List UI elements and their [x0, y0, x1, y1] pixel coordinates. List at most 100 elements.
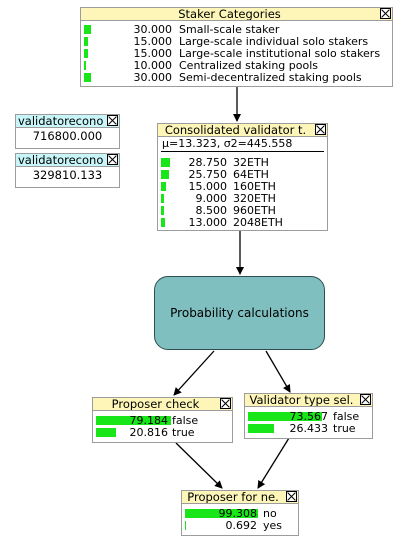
divider [161, 151, 324, 152]
belief-bar [84, 49, 88, 58]
belief-label: Large-scale individual solo stakers [179, 35, 369, 48]
node-statistics: μ=13.323, σ2=445.558 [162, 137, 293, 150]
belief-bar [248, 424, 274, 433]
belief-value: 15.000 [133, 35, 173, 48]
belief-row: 13.000 2048ETH [161, 217, 325, 228]
belief-label: false [333, 410, 360, 423]
belief-label: 32ETH [233, 156, 269, 169]
belief-value: 13.000 [188, 216, 228, 229]
belief-bar [161, 182, 166, 191]
node-staker-categories[interactable]: Staker Categories 30.000 Small-scale stak… [80, 7, 393, 87]
belief-row: 30.000 Small-scale staker [84, 24, 390, 35]
belief-row: 73.567 false [248, 411, 370, 422]
node-validator-econ-1[interactable]: validatorecono 716800.000 [15, 114, 120, 149]
belief-value: 15.000 [188, 180, 228, 193]
belief-label: 320ETH [233, 192, 276, 205]
belief-label: Centralized staking pools [179, 59, 319, 72]
belief-value: 30.000 [133, 71, 173, 84]
belief-value: 15.000 [133, 47, 173, 60]
close-icon[interactable] [315, 124, 326, 135]
belief-label: true [172, 426, 195, 439]
belief-bar [161, 206, 164, 215]
close-icon[interactable] [107, 154, 118, 165]
belief-value: 9.000 [195, 192, 228, 205]
belief-row: 10.000 Centralized staking pools [84, 60, 390, 71]
node-consolidated-validator[interactable]: Consolidated validator t. μ=13.323, σ2=4… [157, 123, 328, 231]
close-icon[interactable] [380, 8, 391, 19]
belief-bar [96, 416, 171, 425]
belief-value: 79.184 [129, 414, 169, 427]
belief-value: 8.500 [195, 204, 228, 217]
belief-row: 15.000 160ETH [161, 181, 325, 192]
node-header[interactable]: Proposer check [92, 397, 233, 411]
belief-value: 0.692 [225, 519, 258, 532]
belief-value: 99.308 [218, 507, 258, 520]
belief-label: false [172, 414, 199, 427]
node-value: 716800.000 [15, 128, 120, 149]
belief-label: 160ETH [233, 180, 276, 193]
belief-row: 99.308 no [185, 508, 296, 519]
belief-label: Large-scale institutional solo stakers [179, 47, 381, 60]
node-label: Probability calculations [170, 305, 309, 320]
close-icon[interactable] [220, 398, 231, 409]
node-title: Consolidated validator t. [164, 123, 307, 137]
node-header[interactable]: Validator type sel. [244, 393, 373, 407]
belief-row: 9.000 320ETH [161, 193, 325, 204]
belief-bar [84, 25, 91, 34]
node-header[interactable]: Proposer for ne. [181, 490, 299, 504]
belief-row: 15.000 Large-scale institutional solo sta… [84, 48, 390, 59]
node-header[interactable]: Consolidated validator t. [157, 123, 328, 137]
node-probability-calculations[interactable]: Probability calculations [154, 276, 325, 350]
belief-row: 30.000 Semi-decentralized staking pools [84, 72, 390, 83]
belief-value: 73.567 [289, 410, 329, 423]
belief-value: 30.000 [133, 23, 173, 36]
belief-bar [185, 509, 258, 518]
node-proposer-for[interactable]: Proposer for ne. 99.308 no 0.692 yes [181, 490, 299, 536]
link-probability-to-validator-type [265, 350, 291, 393]
node-validator-econ-2[interactable]: validatorecono 329810.133 [15, 153, 120, 188]
node-title: validatorecono [18, 114, 104, 128]
belief-value: 10.000 [133, 59, 173, 72]
node-title: Proposer check [111, 397, 200, 411]
belief-bar [161, 194, 164, 203]
belief-label: no [263, 507, 277, 520]
node-value: 329810.133 [15, 167, 120, 188]
belief-bar [185, 521, 186, 530]
belief-bar [84, 37, 88, 46]
close-icon[interactable] [360, 394, 371, 405]
belief-label: 64ETH [233, 168, 269, 181]
node-title: validatorecono [18, 153, 104, 167]
link-validator-type-to-proposer-for [257, 437, 290, 489]
belief-label: Small-scale staker [179, 23, 280, 36]
belief-bar [84, 61, 86, 70]
node-header[interactable]: validatorecono [15, 114, 120, 128]
node-title: Proposer for ne. [187, 490, 279, 504]
close-icon[interactable] [107, 115, 118, 126]
belief-label: Semi-decentralized staking pools [179, 71, 362, 84]
belief-label: yes [263, 519, 283, 532]
node-body: 99.308 no 0.692 yes [181, 504, 299, 536]
belief-bar [161, 218, 165, 227]
belief-value: 20.816 [129, 426, 169, 439]
node-header[interactable]: Staker Categories [80, 7, 393, 21]
belief-row: 0.692 yes [185, 520, 296, 531]
link-proposer-check-to-proposer-for [175, 442, 223, 489]
belief-label: 2048ETH [233, 216, 283, 229]
close-icon[interactable] [286, 491, 297, 502]
link-probability-to-proposer-check [173, 350, 215, 396]
belief-label: 960ETH [233, 204, 276, 217]
belief-label: true [333, 422, 356, 435]
belief-bar [161, 170, 169, 179]
node-header[interactable]: validatorecono [15, 153, 120, 167]
belief-bar [248, 412, 322, 421]
